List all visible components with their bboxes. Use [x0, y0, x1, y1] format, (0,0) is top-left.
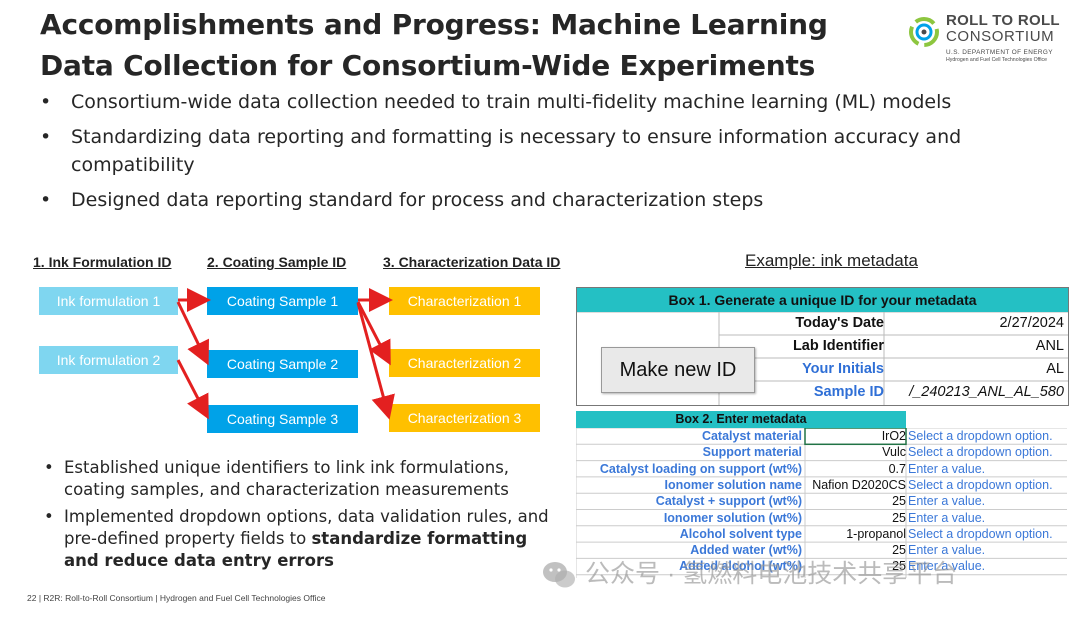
- summary-bullet-text: Established unique identifiers to link i…: [64, 458, 510, 499]
- date-value[interactable]: 2/27/2024: [999, 315, 1064, 331]
- sheet1-row-date: Today's Date 2/27/2024: [577, 312, 1068, 335]
- coating-sample-box-3: Coating Sample 3: [207, 405, 358, 433]
- sheet2-row: Catalyst + support (wt%) 25 Enter a valu…: [576, 493, 1067, 509]
- summary-bullet: Implemented dropdown options, data valid…: [44, 506, 564, 572]
- metadata-entry-sheet: Box 2. Enter metadata Catalyst material …: [576, 411, 1067, 578]
- catalyst-support-wt-label: Catalyst + support (wt%): [655, 494, 802, 509]
- catalyst-loading-label: Catalyst loading on support (wt%): [599, 461, 802, 476]
- watermark-text: 公众号 · 氢燃料电池技术共享平台: [585, 560, 958, 588]
- characterization-header: 3. Characterization Data ID: [383, 254, 561, 270]
- characterization-box-2: Characterization 2: [389, 349, 540, 377]
- added-alcohol-label: Added alcohol (wt%): [679, 559, 802, 574]
- arrow: [356, 302, 395, 420]
- logo-text-line2: CONSORTIUM: [946, 28, 1055, 45]
- consortium-logo: ROLL TO ROLL CONSORTIUM U.S. DEPARTMENT …: [906, 10, 1066, 68]
- example-title: Example: ink metadata: [745, 251, 918, 270]
- wechat-icon: [543, 562, 575, 588]
- bullet-item: Designed data reporting standard for pro…: [40, 186, 1040, 214]
- alcohol-solvent-type-hint: Select a dropdown option.: [908, 526, 1053, 541]
- sheet1-row-sample-id: Sample ID /_240213_ANL_AL_580: [577, 381, 1068, 404]
- coating-sample-box-2: Coating Sample 2: [207, 350, 358, 378]
- coating-sample-header: 2. Coating Sample ID: [207, 254, 347, 270]
- sheet1-row-initials: Your Initials AL: [577, 358, 1068, 381]
- sheet2-row: Support material Vulc Select a dropdown …: [576, 444, 1067, 460]
- sample-id-value[interactable]: /_240213_ANL_AL_580: [909, 384, 1064, 400]
- sheet2-row: Ionomer solution (wt%) 25 Enter a value.: [576, 510, 1067, 526]
- added-water-hint: Enter a value.: [908, 543, 986, 558]
- initials-label: Your Initials: [802, 361, 884, 377]
- link-arrows: [176, 288, 395, 420]
- watermark: 公众号 · 氢燃料电池技术共享平台: [541, 554, 957, 594]
- sheet1-row-lab: Lab Identifier ANL: [577, 335, 1068, 358]
- date-label: Today's Date: [795, 315, 884, 331]
- added-alcohol-hint: Enter a value.: [908, 559, 986, 574]
- ink-formulation-box-2: Ink formulation 2: [39, 346, 178, 374]
- summary-bullet-list: Established unique identifiers to link i…: [44, 457, 564, 577]
- coating-sample-box-1: Coating Sample 1: [207, 287, 358, 315]
- added-alcohol-value[interactable]: 25: [892, 559, 906, 574]
- sheet2-row: Added alcohol (wt%) 25 Enter a value.: [576, 558, 1067, 574]
- logo-text-line4: Hydrogen and Fuel Cell Technologies Offi…: [946, 57, 1048, 63]
- sheet2-row: Ionomer solution name Nafion D2020CS Sel…: [576, 477, 1067, 493]
- initials-value[interactable]: AL: [1046, 361, 1064, 377]
- slide-title: Accomplishments and Progress: Machine Le…: [40, 8, 828, 82]
- ionomer-solution-name-value[interactable]: Nafion D2020CS: [812, 477, 906, 492]
- ink-formulation-box-1: Ink formulation 1: [39, 287, 178, 315]
- sheet1-gridlines: [577, 312, 1068, 405]
- sample-id-label: Sample ID: [813, 384, 884, 400]
- characterization-box-1: Characterization 1: [389, 287, 540, 315]
- lab-identifier-label: Lab Identifier: [792, 338, 884, 354]
- logo-text-line3: U.S. DEPARTMENT OF ENERGY: [946, 49, 1053, 56]
- ionomer-solution-wt-label: Ionomer solution (wt%): [663, 510, 802, 525]
- ionomer-solution-wt-hint: Enter a value.: [908, 510, 986, 525]
- ionomer-solution-name-hint: Select a dropdown option.: [908, 477, 1053, 492]
- added-water-label: Added water (wt%): [690, 543, 802, 558]
- support-material-label: Support material: [702, 445, 802, 460]
- catalyst-material-value[interactable]: IrO2: [881, 429, 906, 443]
- roll-to-roll-logo-icon: [909, 17, 939, 47]
- bullet-item: Consortium-wide data collection needed t…: [40, 88, 1040, 116]
- catalyst-support-wt-value[interactable]: 25: [892, 494, 906, 509]
- added-water-value[interactable]: 25: [892, 543, 906, 558]
- summary-bullet-emphasis: standardize formatting and reduce data e…: [64, 529, 528, 570]
- box1-header: Box 1. Generate a unique ID for your met…: [577, 288, 1068, 312]
- sheet2-row: Alcohol solvent type 1-propanol Select a…: [576, 526, 1067, 542]
- box2-header: Box 2. Enter metadata: [576, 411, 906, 428]
- catalyst-material-label: Catalyst material: [701, 429, 802, 443]
- catalyst-loading-hint: Enter a value.: [908, 461, 986, 476]
- logo-text-line1: ROLL TO ROLL: [946, 12, 1060, 29]
- ionomer-solution-name-label: Ionomer solution name: [664, 477, 802, 492]
- arrow: [176, 301, 209, 366]
- characterization-box-3: Characterization 3: [389, 404, 540, 432]
- summary-bullet: Established unique identifiers to link i…: [44, 457, 564, 501]
- arrow: [176, 359, 209, 420]
- sheet2-row: Catalyst material IrO2 Select a dropdown…: [576, 428, 1067, 444]
- sheet2-row: Added water (wt%) 25 Enter a value.: [576, 542, 1067, 558]
- catalyst-support-wt-hint: Enter a value.: [908, 494, 986, 509]
- alcohol-solvent-type-value[interactable]: 1-propanol: [846, 526, 906, 541]
- metadata-id-sheet: Box 1. Generate a unique ID for your met…: [576, 287, 1069, 406]
- make-new-id-button[interactable]: Make new ID: [601, 347, 755, 393]
- catalyst-material-hint: Select a dropdown option.: [908, 429, 1053, 443]
- sheet2-gridlines: [576, 428, 1067, 578]
- lab-identifier-value[interactable]: ANL: [1035, 338, 1064, 354]
- summary-bullet-text: Implemented dropdown options, data valid…: [64, 507, 549, 548]
- support-material-hint: Select a dropdown option.: [908, 445, 1053, 460]
- support-material-value[interactable]: Vulc: [882, 445, 906, 460]
- ionomer-solution-wt-value[interactable]: 25: [892, 510, 906, 525]
- main-bullet-list: Consortium-wide data collection needed t…: [40, 88, 1040, 221]
- bullet-item: Standardizing data reporting and formatt…: [40, 123, 1040, 179]
- arrow: [356, 301, 391, 366]
- slide-footer: 22 | R2R: Roll-to-Roll Consortium | Hydr…: [27, 593, 326, 603]
- alcohol-solvent-type-label: Alcohol solvent type: [679, 526, 802, 541]
- catalyst-loading-value[interactable]: 0.7: [888, 461, 906, 476]
- ink-formulation-header: 1. Ink Formulation ID: [33, 254, 172, 270]
- sheet2-row: Catalyst loading on support (wt%) 0.7 En…: [576, 461, 1067, 477]
